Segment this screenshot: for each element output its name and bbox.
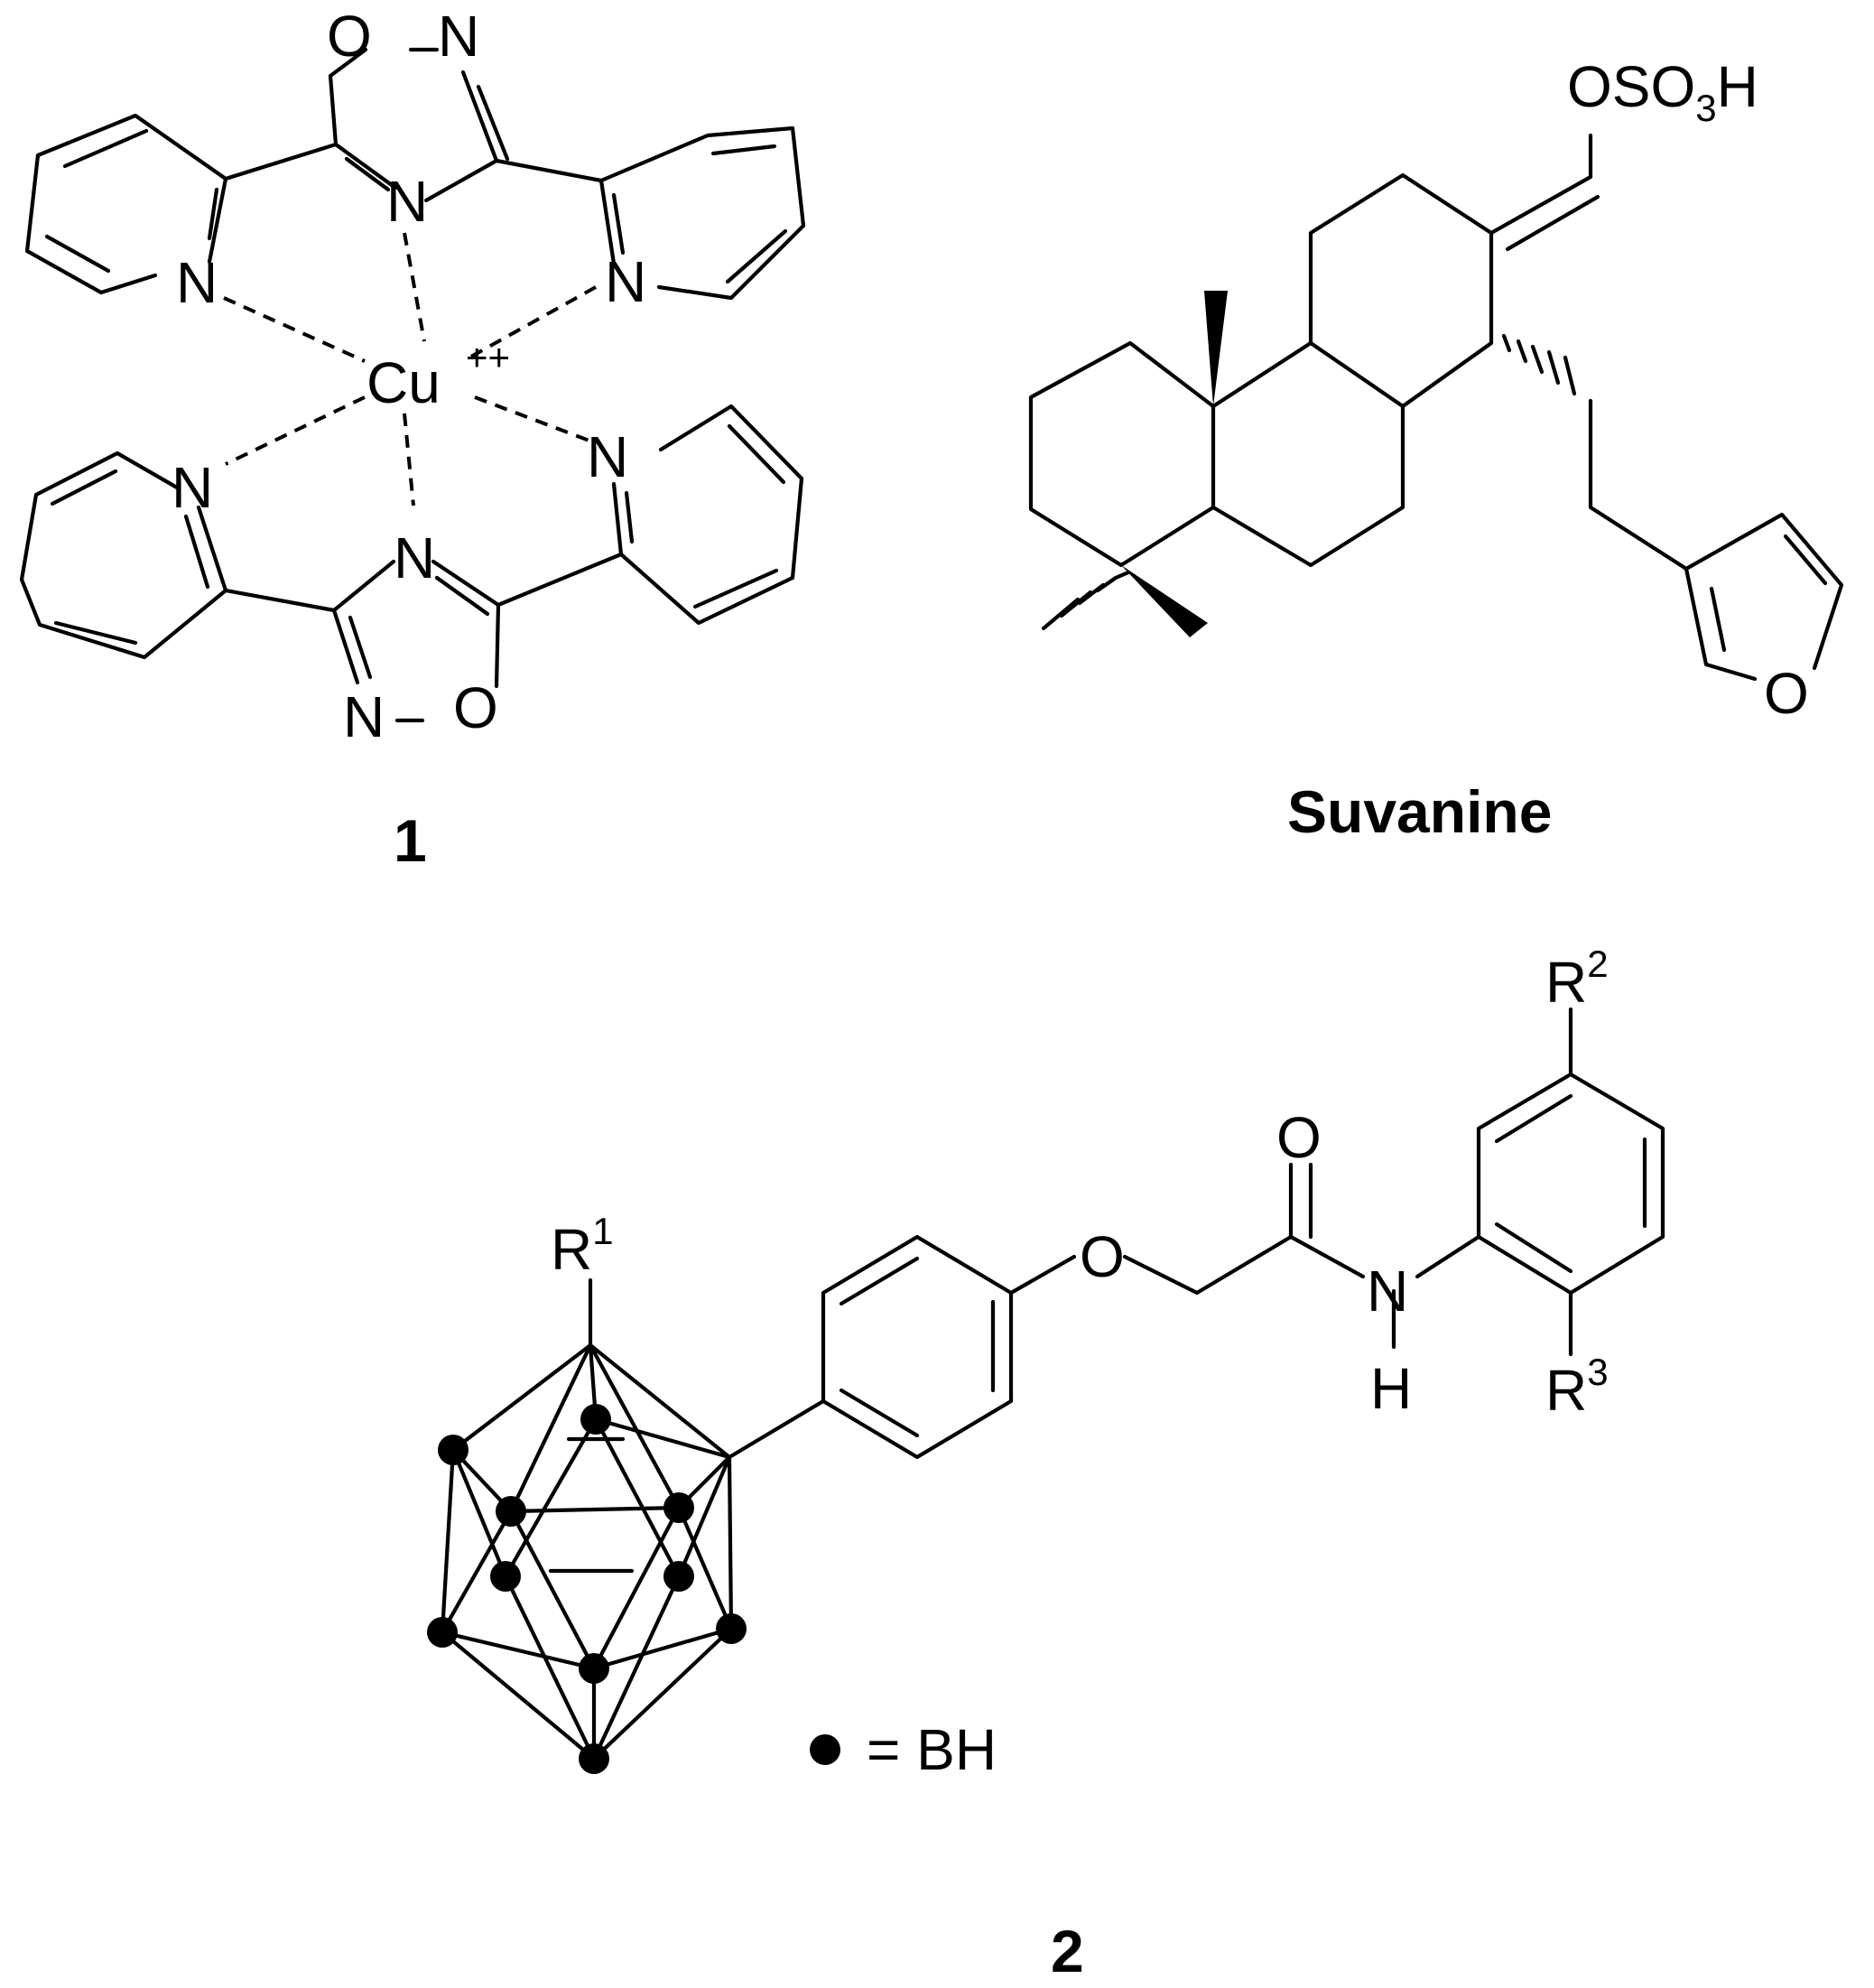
upper-oxadiazole-ring xyxy=(328,47,510,203)
pyridine-lower-left xyxy=(19,451,228,660)
copper-atom: Cu xyxy=(366,350,441,415)
furan-oxygen: O xyxy=(1764,661,1809,726)
bh-legend-dot xyxy=(810,1734,840,1765)
atom-n-lower-ring: N xyxy=(394,525,435,590)
atom-n-pyridine-upper-right: N xyxy=(605,249,646,314)
hashed-side-chain xyxy=(1501,333,1577,396)
hashed-methyl xyxy=(1041,570,1131,631)
atom-n-upper-ring: N xyxy=(386,169,428,234)
compound-1-copper-complex: O N N N N Cu ++ xyxy=(19,4,806,874)
linker-chain xyxy=(1008,1162,1481,1350)
atom-n-lower: N xyxy=(343,684,385,749)
compound-1-label: 1 xyxy=(394,807,427,874)
atom-n-pyridine-upper-left: N xyxy=(176,250,218,315)
carbonyl-oxygen: O xyxy=(1276,1105,1322,1170)
substituent-r2: R2 xyxy=(1545,943,1609,1015)
substituent-r3: R3 xyxy=(1545,1351,1609,1423)
suvanine-structure: OSO3H O Suvanine xyxy=(1028,54,1844,845)
pyridine-upper-left xyxy=(24,113,339,295)
phenylene-ring xyxy=(727,1234,1014,1460)
amide-hydrogen: H xyxy=(1370,1356,1412,1421)
compound-2-carborane: R1 O O N H xyxy=(427,943,1665,1984)
substituent-r1: R1 xyxy=(551,1210,614,1282)
coordination-bonds xyxy=(223,232,597,506)
atom-n-pyridine-lower-right: N xyxy=(587,424,628,489)
atom-o-lower: O xyxy=(453,675,498,740)
pyridine-upper-right xyxy=(494,125,806,301)
compound-2-label: 2 xyxy=(1051,1918,1084,1984)
atom-o-upper: O xyxy=(327,4,372,69)
aryl-ring xyxy=(1476,1007,1665,1357)
atom-n-upper: N xyxy=(438,4,479,69)
substituent-osoh: OSO3H xyxy=(1567,54,1758,129)
pyridine-lower-right xyxy=(611,404,804,626)
suvanine-label: Suvanine xyxy=(1287,778,1552,845)
bh-legend: = BH xyxy=(810,1717,997,1782)
suvanine-rings xyxy=(1028,133,1844,682)
bh-vertices xyxy=(427,1404,747,1774)
ether-oxygen: O xyxy=(1080,1224,1125,1289)
atom-n-pyridine-lower-left: N xyxy=(172,455,213,520)
lower-oxadiazole-ring xyxy=(223,552,624,723)
amide-nitrogen: N xyxy=(1367,1259,1408,1324)
bh-legend-text: = BH xyxy=(867,1717,997,1782)
